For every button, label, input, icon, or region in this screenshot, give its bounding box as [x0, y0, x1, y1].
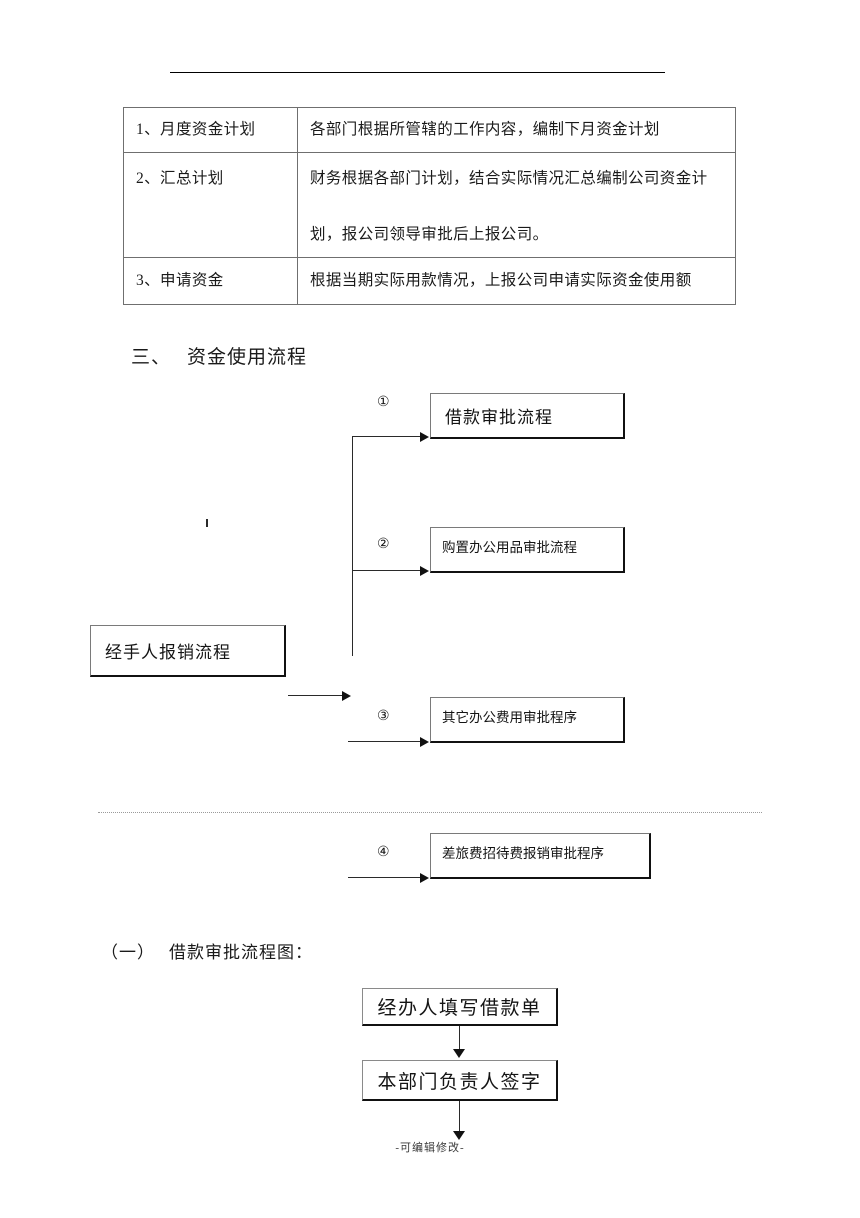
- flow-box-handler-reimbursement: 经手人报销流程: [90, 625, 286, 677]
- connector-stub-arrow: [288, 695, 344, 696]
- table-row: 1、月度资金计划 各部门根据所管辖的工作内容，编制下月资金计划: [123, 107, 736, 153]
- flow-box-loan-approval: 借款审批流程: [430, 393, 625, 439]
- loan-step-box-fill-form: 经办人填写借款单: [362, 988, 558, 1026]
- flow-box-label: 差旅费招待费报销审批程序: [442, 846, 604, 861]
- stray-ink-mark: [206, 519, 208, 527]
- flow-box-other-office-expense-approval: 其它办公费用审批程序: [430, 697, 625, 743]
- fund-plan-table: 1、月度资金计划 各部门根据所管辖的工作内容，编制下月资金计划 2、汇总计划 财…: [123, 107, 736, 305]
- flow-box-label: 经手人报销流程: [105, 643, 231, 662]
- table-cell-description: 财务根据各部门计划，结合实际情况汇总编制公司资金计 划，报公司领导审批后上报公司…: [297, 152, 736, 258]
- cell-text-line: 各部门根据所管辖的工作内容，编制下月资金计划: [310, 120, 660, 138]
- loan-step-label: 经办人填写借款单: [377, 998, 542, 1019]
- footer-note: -可编辑修改-: [395, 1142, 465, 1154]
- connector-branch-4: [348, 877, 422, 878]
- branch-marker-4: ④: [377, 845, 390, 860]
- branch-marker-3: ③: [377, 709, 390, 724]
- connector-branch-1: [352, 436, 422, 437]
- section-one-number: （一）: [101, 943, 155, 962]
- arrowhead-branch-4: [420, 873, 429, 883]
- flow-box-office-supplies-approval: 购置办公用品审批流程: [430, 527, 625, 573]
- section-three-number: 三、: [131, 347, 172, 368]
- table-cell-description: 根据当期实际用款情况，上报公司申请实际资金使用额: [297, 257, 736, 305]
- header-horizontal-rule: [170, 72, 665, 73]
- branch-marker-1: ①: [377, 395, 390, 410]
- connector-loan-step-1-to-2: [459, 1026, 460, 1051]
- flow-box-label: 借款审批流程: [445, 408, 553, 427]
- arrowhead-stub: [342, 691, 351, 701]
- connector-branch-3: [348, 741, 422, 742]
- section-three-heading: 三、资金使用流程: [131, 342, 307, 369]
- connector-trunk-vertical: [352, 436, 353, 656]
- page-separator-dotted: [98, 812, 762, 813]
- cell-text-line: 根据当期实际用款情况，上报公司申请实际资金使用额: [310, 271, 692, 289]
- section-three-title: 资金使用流程: [187, 347, 308, 368]
- flow-box-label: 购置办公用品审批流程: [442, 540, 577, 555]
- loan-step-box-department-head-sign: 本部门负责人签字: [362, 1060, 558, 1101]
- arrowhead-loan-step-2: [453, 1131, 465, 1140]
- connector-loan-step-2-onward: [459, 1101, 460, 1133]
- table-cell-label: 1、月度资金计划: [123, 107, 298, 153]
- branch-marker-2: ②: [377, 537, 390, 552]
- section-one-heading: （一） 借款审批流程图：: [101, 938, 313, 963]
- table-cell-label: 2、汇总计划: [123, 152, 298, 258]
- cell-text-line: 划，报公司领导审批后上报公司。: [310, 226, 549, 244]
- table-row: 3、申请资金 根据当期实际用款情况，上报公司申请实际资金使用额: [123, 257, 736, 305]
- cell-text-line: 财务根据各部门计划，结合实际情况汇总编制公司资金计: [310, 170, 708, 187]
- connector-branch-2: [352, 570, 422, 571]
- arrowhead-branch-1: [420, 432, 429, 442]
- table-cell-description: 各部门根据所管辖的工作内容，编制下月资金计划: [297, 107, 736, 153]
- flow-box-label: 其它办公费用审批程序: [442, 710, 577, 725]
- table-cell-label: 3、申请资金: [123, 257, 298, 305]
- arrowhead-branch-3: [420, 737, 429, 747]
- arrowhead-loan-step-1: [453, 1049, 465, 1058]
- table-row: 2、汇总计划 财务根据各部门计划，结合实际情况汇总编制公司资金计 划，报公司领导…: [123, 152, 736, 258]
- flow-box-travel-entertainment-approval: 差旅费招待费报销审批程序: [430, 833, 651, 879]
- arrowhead-branch-2: [420, 566, 429, 576]
- loan-step-label: 本部门负责人签字: [377, 1071, 542, 1093]
- section-one-title: 借款审批流程图：: [169, 943, 313, 962]
